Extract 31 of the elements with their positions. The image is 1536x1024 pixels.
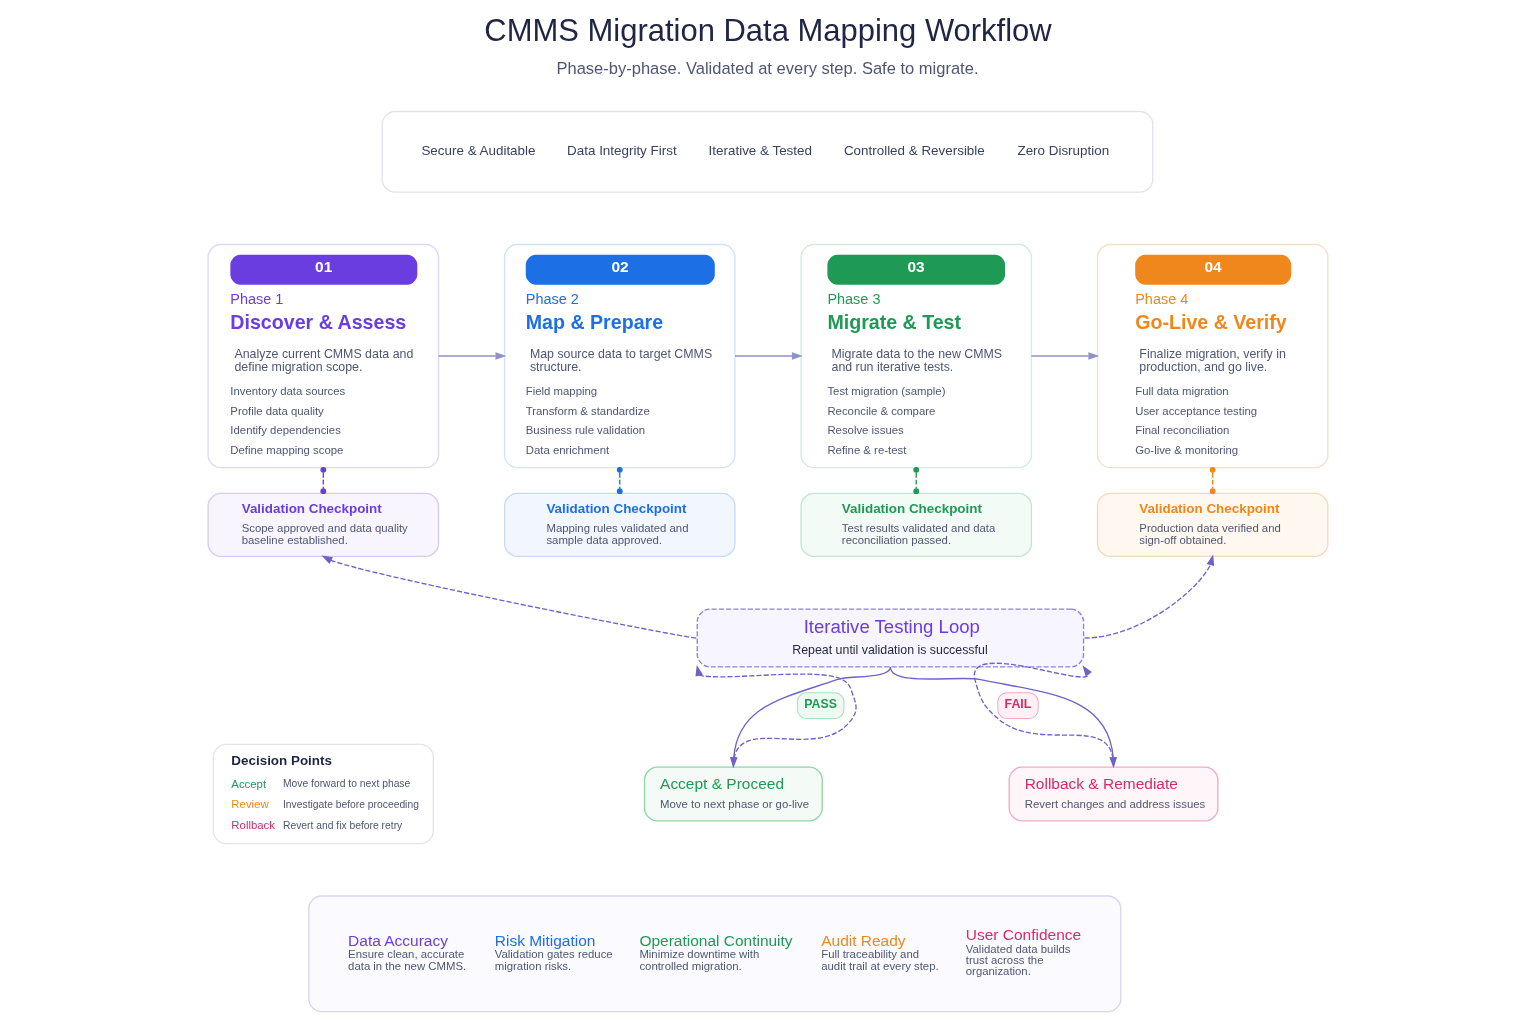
node-box: Validation Checkpoint Production data verified and sign-off obtained. <box>1096 492 1329 558</box>
connector <box>913 466 920 495</box>
arrow <box>321 555 697 639</box>
arrow <box>729 666 892 769</box>
arrow <box>1083 554 1215 639</box>
diagram-title: CMMS Migration Data Mapping Workflow <box>484 13 1052 49</box>
arrow <box>974 662 1115 767</box>
node-box: 03 Phase 3 Migrate & Test Migrate data to the new CMMS and run iterative tests. Test migration (sample) Reconcile & compare Resolve issues Refine & re-test <box>800 243 1033 469</box>
node-box: Data Accuracy Ensure clean, accurate data in the new CMMS. Risk Mitigation Validation gates reduce migration risks. Operational Continuity Minimize downtime with controlled migration. Audit Ready Full traceability and audit trail at every step. User Confidence Validated data builds trust across the organization. <box>308 895 1122 1013</box>
node-box: 01 Phase 1 Discover & Assess Analyze current CMMS data and define migration scope. Inventory data sources Profile data quality Identify dependencies Define mapping scope <box>207 243 440 469</box>
node-box: Validation Checkpoint Scope approved and data quality baseline established. <box>207 492 440 558</box>
node-box: Secure & Auditable Data Integrity First Iterative & Tested Controlled & Reversible Zero Disruption <box>381 110 1154 193</box>
node-box: 02 Phase 2 Map & Prepare Map source data to target CMMS structure. Field mapping Transform & standardize Business rule validation Data enrichment <box>503 243 736 469</box>
node-box: Validation Checkpoint Test results validated and data reconciliation passed. <box>800 492 1033 558</box>
node-box: 04 Phase 4 Go-Live & Verify Finalize migration, verify in production, and go live. Full data migration User acceptance testing Final reconciliation Go-live & monitoring <box>1096 243 1329 469</box>
connector <box>1209 466 1216 495</box>
connector <box>616 466 623 495</box>
edge-label: PASS <box>804 697 837 712</box>
node-box: Rollback & Remediate Revert changes and address issues <box>1008 766 1219 822</box>
arrow <box>437 352 507 360</box>
node-box: Validation Checkpoint Mapping rules validated and sample data approved. <box>503 492 736 558</box>
arrow <box>695 664 857 767</box>
edge-label: FAIL <box>1004 697 1032 712</box>
node-box: Accept & Proceed Move to next phase or go-live <box>643 766 823 822</box>
arrow <box>889 666 1117 769</box>
node-box: Decision Points Accept Move forward to next phase Review Investigate before proceeding Rollback Revert and fix before retry <box>212 743 434 845</box>
arrow <box>734 352 803 360</box>
node-box: Iterative Testing Loop Repeat until validation is successful <box>696 608 1085 668</box>
connector <box>320 466 327 495</box>
label: Phase-by-phase. Validated at every step. Safe to migrate. <box>556 59 979 79</box>
arrow <box>1030 352 1100 360</box>
